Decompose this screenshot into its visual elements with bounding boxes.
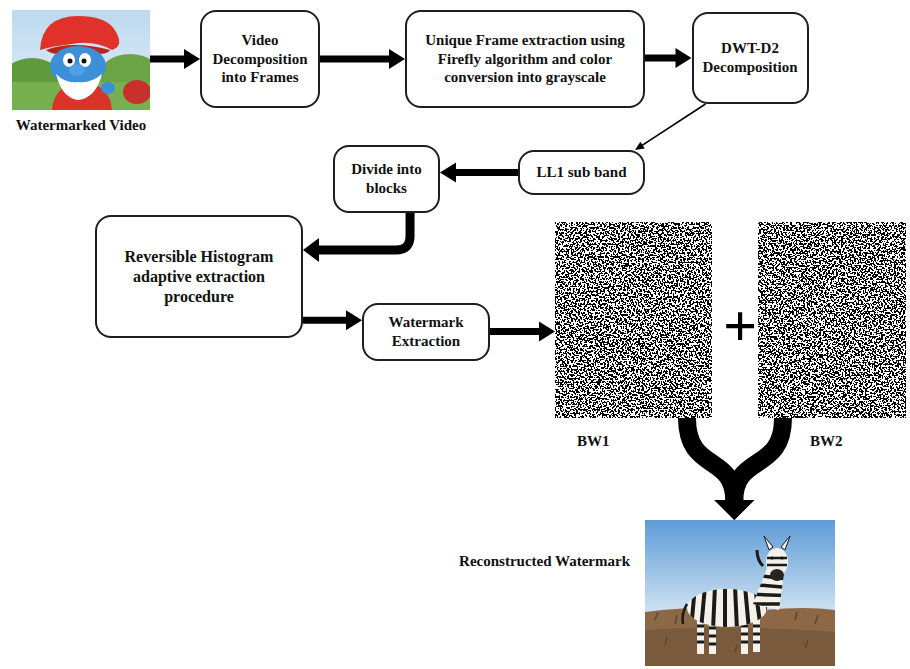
process-box: Divide into blocks — [333, 145, 440, 213]
arrow-head — [389, 49, 405, 69]
box-text: DWT-D2 Decomposition — [701, 39, 800, 77]
arrow-head — [303, 238, 319, 262]
arrow-head — [676, 48, 692, 68]
arrow-head — [714, 500, 754, 520]
connector-line — [303, 317, 347, 324]
connector-line — [455, 169, 518, 176]
video-frame: Watermarked Video — [12, 10, 150, 110]
zebra-picture — [645, 520, 835, 666]
connector-line — [645, 55, 677, 62]
picture-caption: BW2 — [810, 432, 843, 450]
flow-arrow — [150, 49, 200, 69]
picture-caption: BW1 — [577, 432, 610, 450]
box-text: Reversible Histogram adaptive extraction… — [104, 247, 294, 307]
arrow-head — [635, 142, 645, 150]
connector-line — [150, 56, 185, 63]
smurf-figure — [40, 16, 119, 110]
noise-share-picture — [758, 222, 906, 418]
reconstructed-watermark: Reconstructed Watermark — [645, 520, 835, 666]
process-box: DWT-D2 Decomposition — [692, 12, 809, 104]
flow-arrow — [303, 310, 362, 330]
connector-line — [490, 328, 540, 335]
flow-arrow — [645, 48, 692, 68]
arrow-head — [714, 500, 754, 520]
box-text: Watermark Extraction — [371, 313, 481, 351]
arrow-head — [539, 322, 555, 342]
flow-arrow — [714, 418, 783, 520]
picture-caption: Reconstructed Watermark — [430, 552, 630, 570]
watermark-share: BW1 — [555, 222, 712, 418]
process-box: Reversible Histogram adaptive extraction… — [95, 215, 303, 338]
connector-line — [734, 418, 783, 501]
video-frame-picture — [12, 10, 150, 110]
box-text: Divide into blocks — [342, 160, 431, 198]
flow-arrow — [320, 49, 405, 69]
plus-sign: + — [723, 296, 757, 356]
process-box: LL1 sub band — [518, 150, 645, 195]
box-text: Unique Frame extraction using Firefly al… — [414, 31, 636, 87]
picture-caption: Watermarked Video — [0, 116, 162, 134]
process-box: Watermark Extraction — [362, 303, 490, 361]
arrow-head — [440, 163, 456, 183]
flow-arrow — [635, 104, 706, 150]
flow-arrow — [303, 213, 410, 262]
watermark-share: BW2 — [758, 222, 906, 418]
connector-line — [642, 104, 706, 146]
process-box: Video Decomposition into Frames — [200, 10, 320, 108]
connector-line — [320, 56, 390, 63]
noise-pattern — [758, 222, 906, 418]
box-text: Video Decomposition into Frames — [209, 31, 311, 87]
background — [12, 10, 150, 110]
background — [645, 520, 835, 666]
flow-arrow — [440, 163, 518, 183]
process-box: Unique Frame extraction using Firefly al… — [405, 10, 645, 108]
arrow-head — [346, 310, 362, 330]
noise-pattern — [555, 222, 712, 418]
zebra-figure — [683, 536, 796, 654]
arrow-head — [184, 49, 200, 69]
flow-arrow — [490, 322, 555, 342]
box-text: LL1 sub band — [527, 163, 636, 182]
noise-share-picture — [555, 222, 712, 418]
connector-line — [318, 213, 410, 250]
